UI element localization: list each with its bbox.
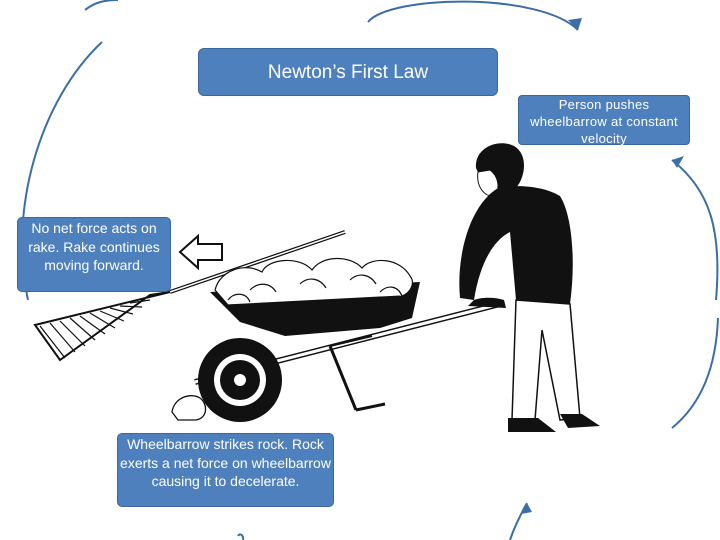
cycle-arc-upper-left xyxy=(85,0,118,10)
wheelbarrow-illustration xyxy=(195,258,500,422)
cycle-arc-right xyxy=(672,160,717,300)
left-arrow-icon xyxy=(180,236,222,268)
callout-person-pushes: Person pushes wheelbarrow at constant ve… xyxy=(518,95,690,145)
person-legs xyxy=(512,300,580,420)
rock-illustration xyxy=(172,396,206,420)
person-shoe-right xyxy=(560,414,600,428)
cycle-arc-top xyxy=(368,2,578,30)
page-title: Newton’s First Law xyxy=(198,48,498,96)
cycle-arc-bottom-left xyxy=(238,534,243,540)
cycle-arrowhead-bottom xyxy=(521,503,532,514)
callout-rake: No net force acts on rake. Rake continue… xyxy=(17,217,171,292)
person-shoe-left xyxy=(508,418,556,432)
cycle-arc-lower-right xyxy=(672,318,718,428)
wheelbarrow-wheel xyxy=(198,338,282,422)
cycle-arrowhead-right xyxy=(672,156,684,168)
person-illustration xyxy=(459,143,600,432)
callout-rock: Wheelbarrow strikes rock. Rock exerts a … xyxy=(117,433,334,507)
person-jacket xyxy=(459,186,572,304)
